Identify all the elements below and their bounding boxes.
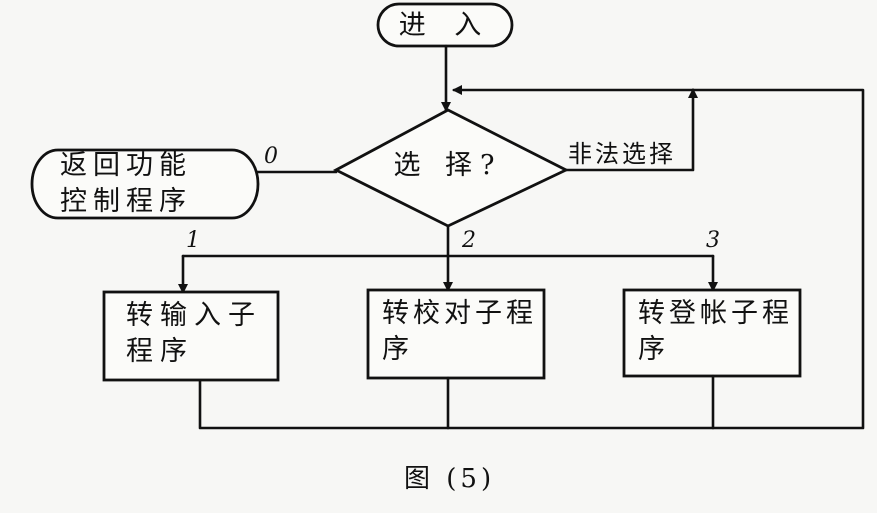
start-label: 进 入 bbox=[398, 10, 492, 41]
ledger-label-line1: 转登帐子程 bbox=[638, 298, 793, 329]
input-label: 转输入子 程序 bbox=[126, 298, 262, 371]
input-box bbox=[102, 290, 280, 382]
return-label: 返回功能 控制程序 bbox=[60, 148, 192, 221]
illegal-choice-label: 非法选择 bbox=[568, 140, 676, 168]
ledger-label: 转登帐子程 序 bbox=[638, 296, 793, 369]
check-label: 转校对子程 序 bbox=[382, 296, 537, 369]
figure-caption: 图 (5) bbox=[404, 464, 496, 494]
ledger-label-line2: 序 bbox=[638, 334, 669, 366]
edge-label-zero: 0 bbox=[264, 144, 278, 169]
edge-label-three: 3 bbox=[706, 228, 720, 253]
edge-label-one: 1 bbox=[186, 228, 200, 253]
return-label-line1: 返回功能 bbox=[60, 150, 192, 181]
check-label-line2: 序 bbox=[382, 334, 413, 366]
input-label-line1: 转输入子 bbox=[126, 300, 262, 331]
return-label-line2: 控制程序 bbox=[60, 186, 192, 218]
input-label-line2: 程序 bbox=[126, 336, 194, 368]
edge-return-loop bbox=[198, 88, 865, 430]
edge-label-two: 2 bbox=[462, 228, 476, 253]
edge-illegal-loop-up bbox=[564, 88, 698, 172]
return-terminal bbox=[30, 148, 260, 220]
check-label-line1: 转校对子程 bbox=[382, 298, 537, 329]
check-box bbox=[366, 288, 546, 380]
decision-label: 选 择? bbox=[393, 150, 503, 181]
